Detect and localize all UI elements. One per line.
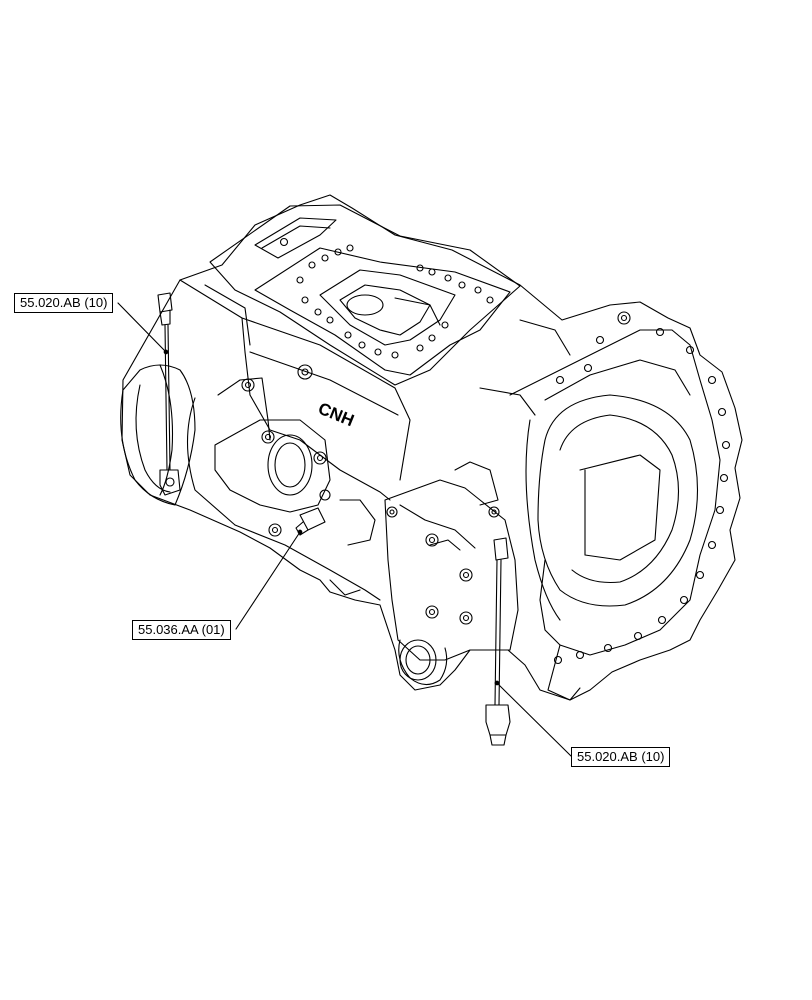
left-bearing-bore bbox=[120, 364, 196, 506]
port-housing bbox=[214, 419, 331, 513]
speed-sensor-right bbox=[485, 537, 511, 746]
housing-outline bbox=[121, 194, 743, 701]
leader-line-3 bbox=[496, 682, 572, 757]
casting-mark: CNH bbox=[316, 399, 357, 430]
bell-bolt-holes bbox=[553, 311, 731, 665]
top-deck bbox=[209, 204, 521, 386]
leader-line-1 bbox=[117, 302, 167, 353]
callout-label-sensor-left[interactable]: 55.020.AB (10) bbox=[14, 293, 114, 313]
plate-bolt-holes bbox=[279, 237, 494, 359]
speed-sensor-left bbox=[157, 292, 181, 496]
top-mounting-plate bbox=[254, 247, 511, 376]
front-mount-plate bbox=[384, 479, 519, 661]
callout-label-sensor-right[interactable]: 55.020.AB (10) bbox=[571, 747, 671, 767]
leader-line-2 bbox=[235, 531, 301, 630]
callout-label-pressure-switch[interactable]: 55.036.AA (01) bbox=[132, 620, 231, 640]
